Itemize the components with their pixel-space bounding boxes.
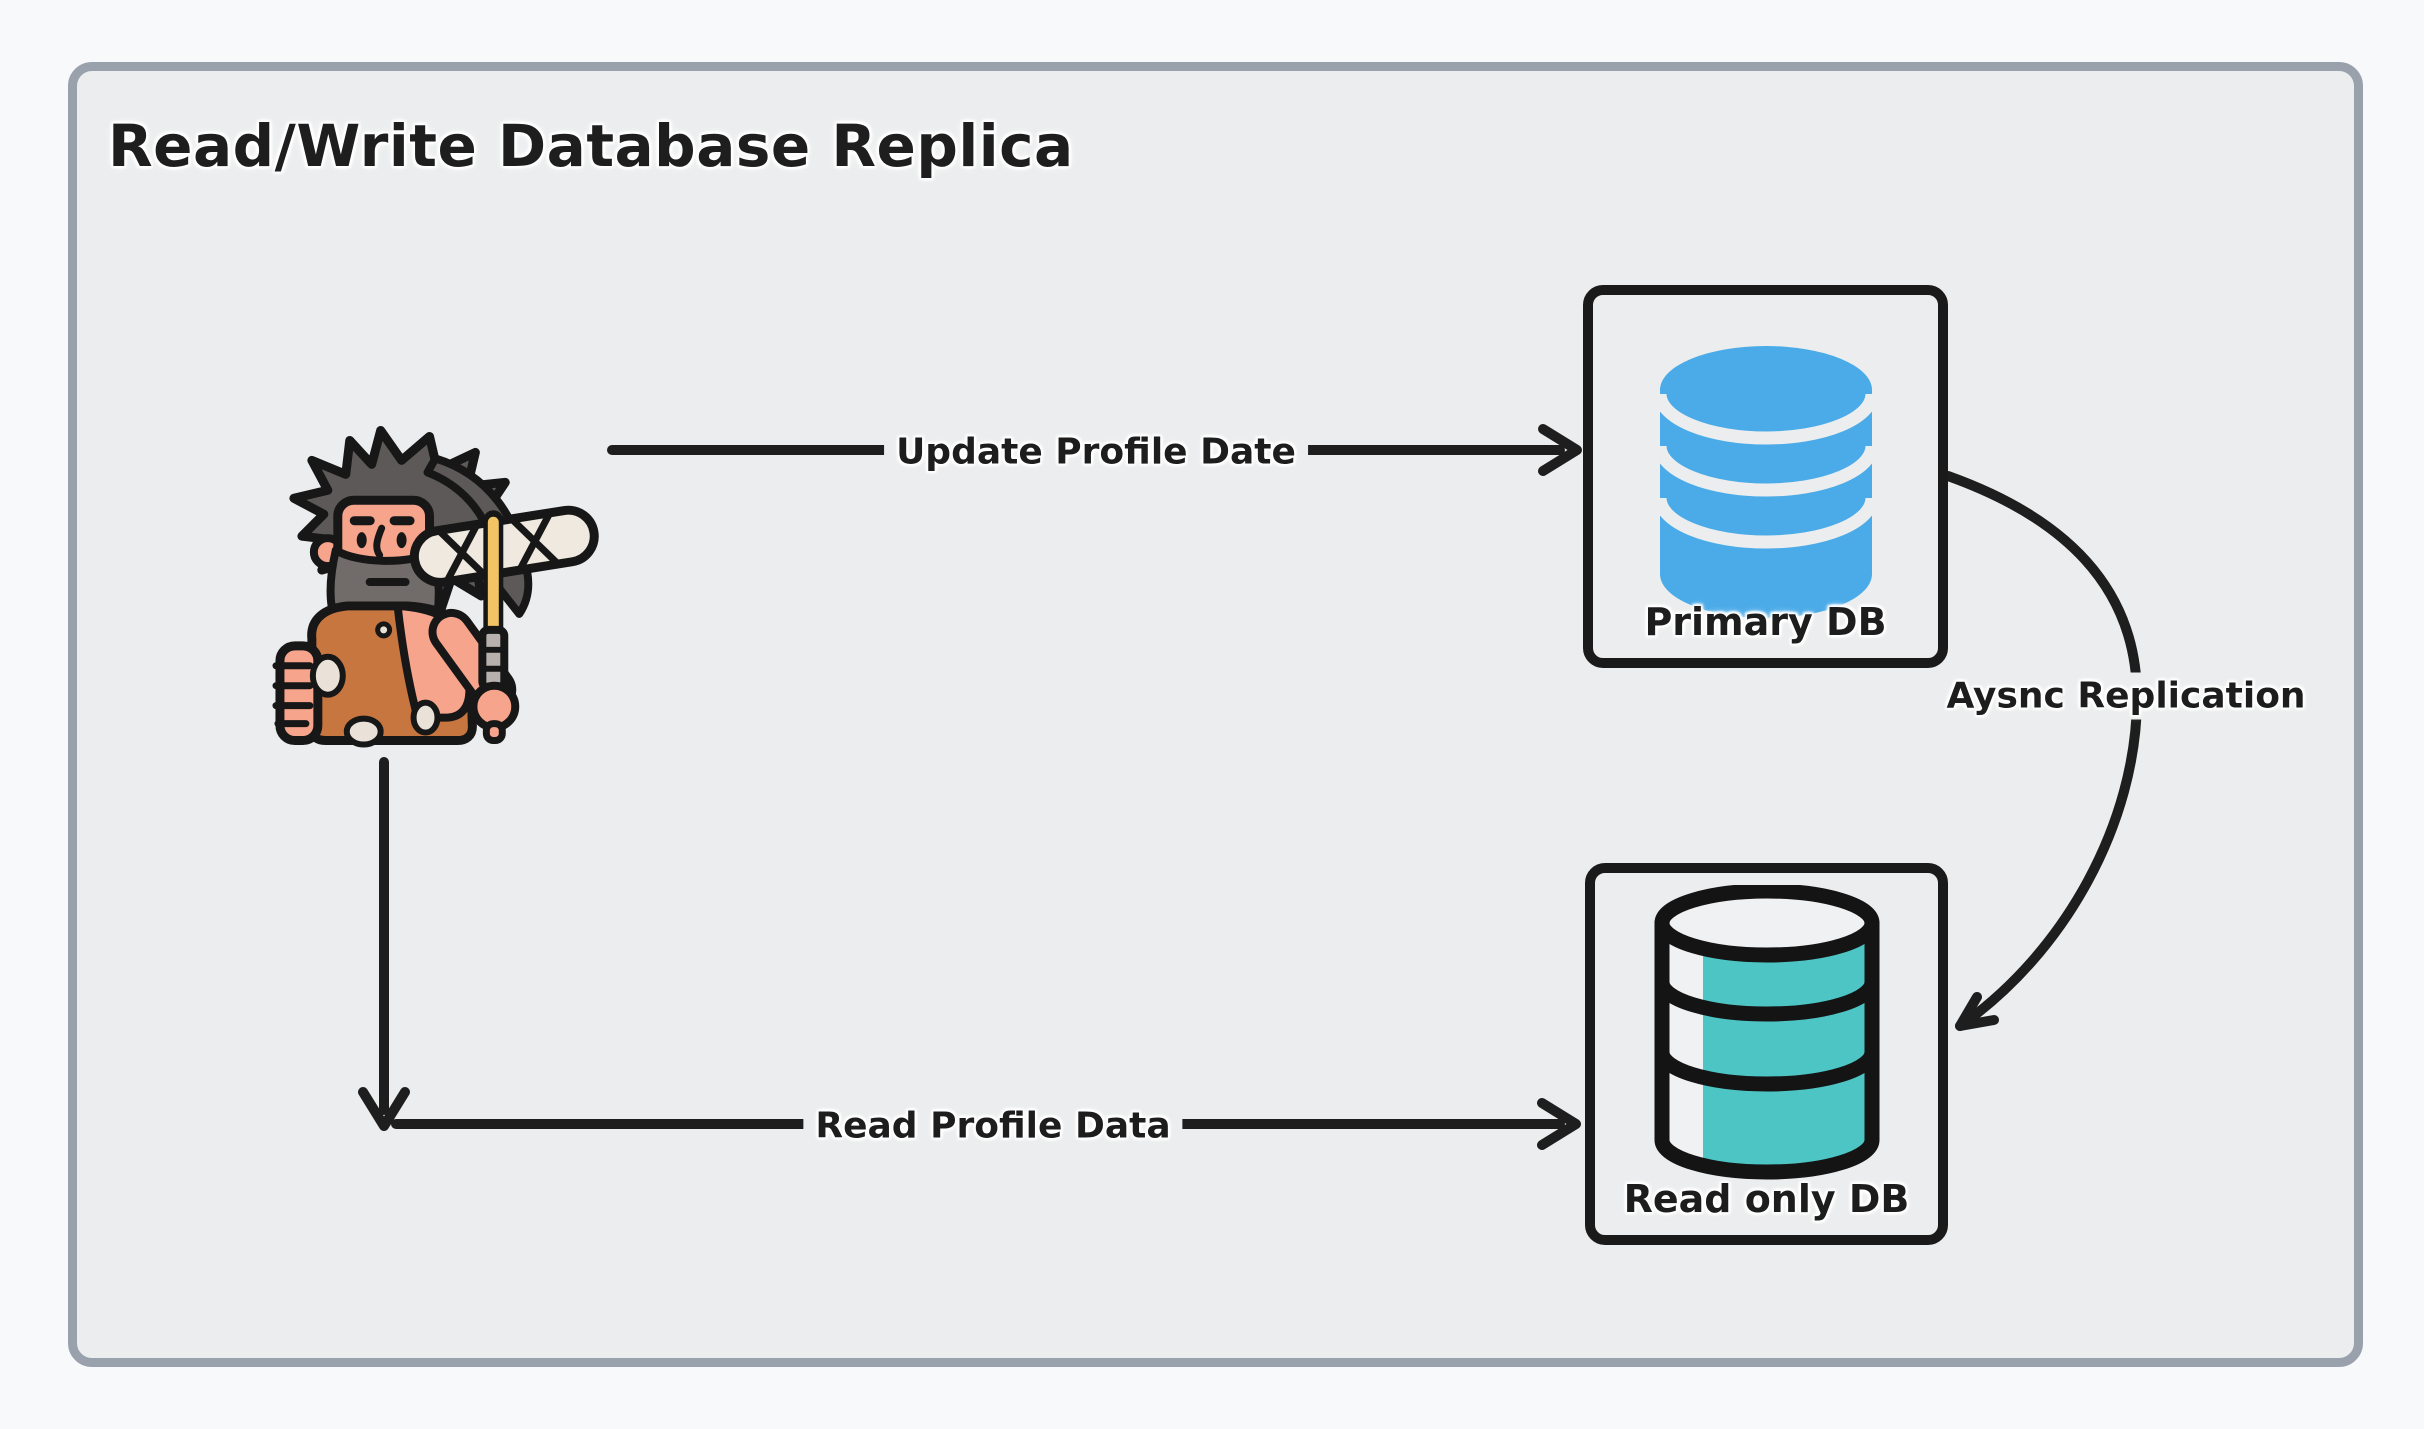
arrow-update-head — [1538, 424, 1582, 476]
tunic-spot — [410, 699, 441, 736]
tunic-spot — [375, 621, 393, 639]
tunic-spot — [309, 653, 346, 698]
caveman-user-icon — [272, 425, 599, 748]
caveman-eye-right — [396, 532, 407, 549]
diagram-title: Read/Write Database Replica — [108, 112, 1074, 180]
caveman-arm-ribs — [272, 662, 314, 728]
edge-label-update-profile: Update Profile Date — [884, 428, 1308, 476]
db-teal-top — [1654, 885, 1879, 963]
db-blue-gap — [1653, 393, 1878, 445]
club-grip-bands — [479, 646, 508, 672]
database-cylinder-teal-icon — [1654, 885, 1879, 1180]
caveman-brow-left — [349, 516, 375, 526]
arrow-read-head — [1537, 1098, 1581, 1150]
club-grip — [478, 625, 509, 692]
db-teal-separator — [1654, 974, 1879, 1022]
read-only-db-label: Read only DB — [1623, 1177, 1910, 1221]
club-handle-tip — [482, 720, 506, 745]
node-primary-db: Primary DB — [1583, 285, 1948, 668]
edge-label-read-profile: Read Profile Data — [803, 1102, 1183, 1150]
caveman-eye-left — [356, 532, 367, 549]
node-read-only-db: Read only DB — [1585, 863, 1948, 1245]
db-blue-gap — [1653, 497, 1878, 549]
arrow-user-down-head — [358, 1087, 410, 1131]
database-stack-blue-icon — [1653, 346, 1878, 618]
arrow-async-curve — [1943, 471, 2143, 1031]
tunic-spot — [343, 715, 384, 748]
primary-db-label: Primary DB — [1644, 600, 1887, 644]
db-blue-gap — [1653, 445, 1878, 497]
db-teal-separator — [1654, 1044, 1879, 1092]
edge-label-async-replication: Aysnc Replication — [1934, 672, 2318, 720]
db-teal-outline — [1654, 915, 1879, 1180]
caveman-nose — [373, 524, 386, 559]
arrow-async-head — [1955, 992, 1999, 1031]
db-blue-body — [1659, 346, 1872, 618]
caveman-brow-right — [389, 516, 415, 526]
